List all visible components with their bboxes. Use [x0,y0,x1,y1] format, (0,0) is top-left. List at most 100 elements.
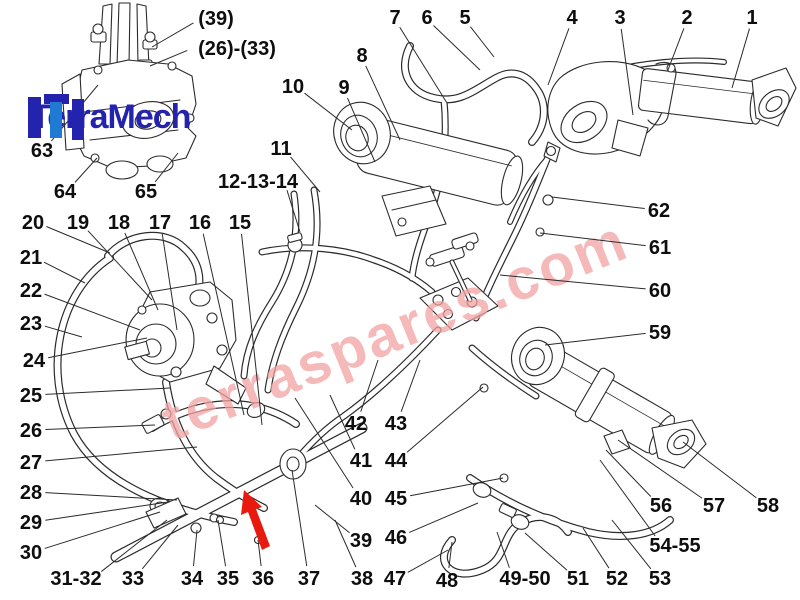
callout-29: 29 [20,512,42,534]
leader-line [192,529,198,567]
callout-18: 18 [108,212,130,234]
callout-9: 9 [338,77,349,99]
leader-line [410,477,504,497]
leader-line [599,459,656,537]
hydraulic-cylinder-bottom-right [511,326,707,469]
leader-line [87,230,153,301]
callout-56: 56 [650,495,672,517]
callout-19: 19 [67,212,89,234]
leader-line [360,359,379,412]
fittings-and-clamps [141,194,554,545]
callout-34: 34 [181,568,204,590]
leader-line [45,501,169,521]
leader-line [611,519,652,570]
callout-57: 57 [703,495,725,517]
callout-15: 15 [229,212,251,234]
callout-37: 37 [298,568,320,590]
callout-42: 42 [345,413,367,435]
callout-44: 44 [385,450,408,472]
leader-line [43,261,86,284]
callout-63: 63 [31,140,53,162]
leader-line [44,325,83,338]
callout-38: 38 [351,568,373,590]
hydraulic-cylinder-middle [333,101,524,237]
leader-line [217,519,227,567]
leader-line [314,504,350,534]
callout-(26)-(33): (26)-(33) [198,38,276,60]
callout-41: 41 [350,450,372,472]
leader-line [347,97,376,163]
callout-2: 2 [681,7,692,29]
callout-59: 59 [649,322,671,344]
callout-7: 7 [389,7,400,29]
leader-line [45,446,198,462]
leader-line [141,524,179,570]
leader-line [605,449,652,497]
leader-line [48,337,148,359]
callout-49-50: 49-50 [499,568,550,590]
callout-21: 21 [20,247,42,269]
callout-6: 6 [421,7,432,29]
leader-line [448,541,453,569]
leader-line [620,28,634,116]
leader-line [499,274,646,290]
callout-17: 17 [149,212,171,234]
leader-line [407,549,449,573]
callout-45: 45 [385,488,407,510]
callout-1: 1 [746,7,757,29]
callout-4: 4 [566,7,578,29]
leader-line [45,387,171,395]
callout-60: 60 [649,280,671,302]
leader-line [45,424,156,431]
callout-31-32: 31-32 [50,568,101,590]
leader-line [544,332,646,346]
leader-line [161,233,178,331]
callout-3: 3 [614,7,625,29]
leader-line [290,156,321,193]
callout-(39): (39) [198,8,234,30]
leader-line [46,226,111,254]
callout-53: 53 [649,568,671,590]
leader-line [582,527,610,569]
callout-40: 40 [350,488,372,510]
leader-line [524,532,568,571]
callout-5: 5 [459,7,470,29]
callout-24: 24 [23,350,46,372]
leader-line [731,28,750,89]
callout-8: 8 [356,45,367,67]
control-valve-assembly [61,2,197,180]
callout-43: 43 [385,413,407,435]
leader-line [539,232,646,247]
leader-line [151,22,194,48]
callout-23: 23 [20,313,42,335]
callout-46: 46 [385,527,407,549]
callout-11: 11 [270,138,291,160]
callout-20: 20 [22,212,44,234]
leader-line [400,359,421,412]
terramech-bars-icon [28,94,84,140]
callout-27: 27 [20,452,42,474]
callout-35: 35 [217,568,239,590]
callout-12-13-14: 12-13-14 [218,171,299,193]
red-arrow [241,490,270,550]
callout-28: 28 [20,482,42,504]
leader-line [154,152,179,183]
leader-line [334,519,357,568]
leader-line [667,28,685,71]
leader-line [399,27,448,104]
leader-line [551,196,645,210]
leader-line [45,492,178,501]
callout-62: 62 [648,200,670,222]
leader-line [100,519,168,572]
callout-22: 22 [20,280,42,302]
leader-line [329,394,356,450]
leader-line [617,439,703,499]
leader-line [406,386,484,453]
leader-line [294,397,354,489]
leader-line [409,502,479,533]
callout-61: 61 [649,237,671,259]
callout-16: 16 [189,212,211,234]
